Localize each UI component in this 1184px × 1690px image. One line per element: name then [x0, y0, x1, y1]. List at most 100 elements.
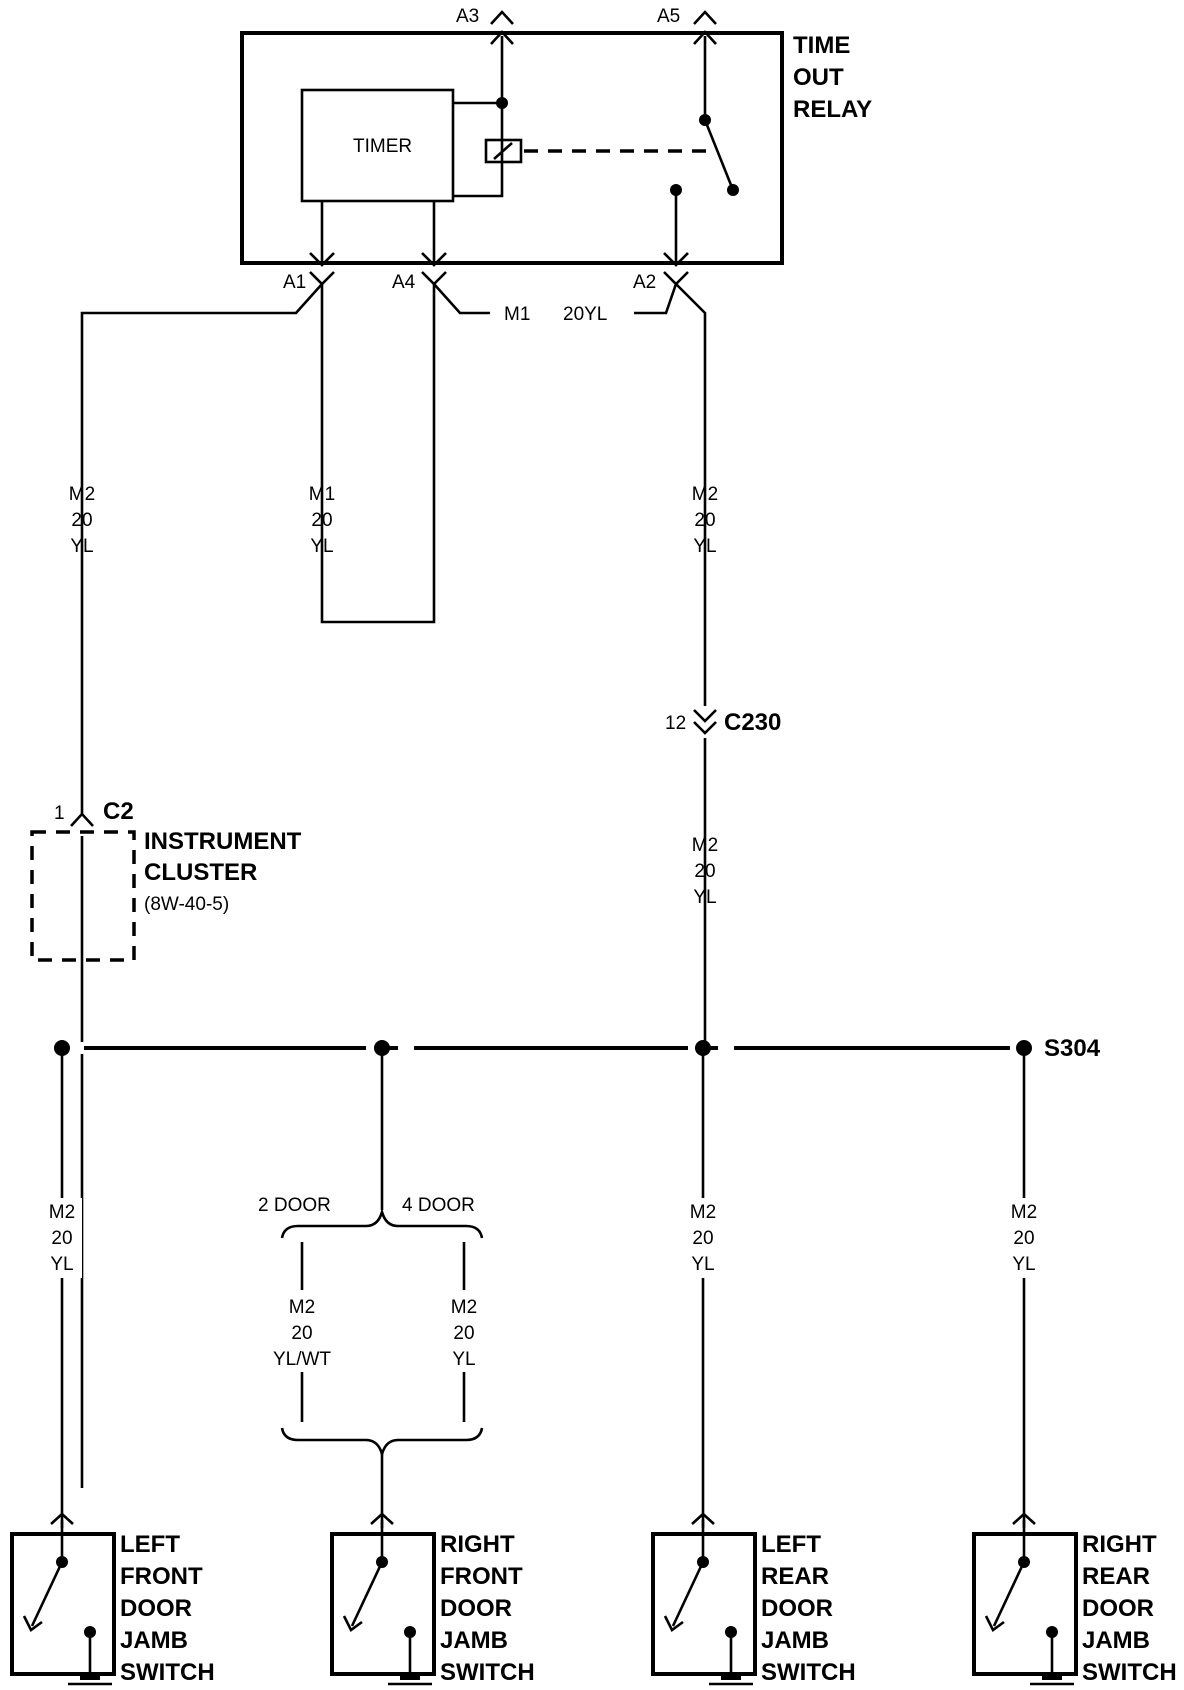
cluster-pin: 1 — [54, 803, 65, 824]
left-front-wire-gauge: 20 — [51, 1228, 72, 1249]
time-out-relay: TIME OUT RELAY TIMER — [240, 31, 872, 265]
pin-a4-terminal — [421, 271, 447, 286]
right-front-door-jamb-switch: RIGHT FRONT DOOR JAMB SWITCH — [330, 1512, 535, 1686]
bus-gap-3 — [398, 1042, 414, 1054]
right-rear-wire-label: M2 20 YL — [1004, 1198, 1044, 1278]
rr-switch-label-3: DOOR — [1082, 1595, 1154, 1622]
a2-wire — [675, 283, 707, 1048]
rr-switch-label-5: SWITCH — [1082, 1659, 1177, 1686]
a1-wire-label: M2 20 YL — [69, 484, 95, 557]
a2-upper-wire-circuit: M2 — [692, 484, 718, 505]
lr-switch-label-3: DOOR — [761, 1595, 833, 1622]
a2-upper-wire-gauge: 20 — [694, 510, 715, 531]
rf-switch-blade — [350, 1561, 384, 1627]
rf-switch-blade-tip — [342, 1615, 363, 1632]
pin-a4-arrow — [421, 252, 447, 267]
rf-switch-connector — [370, 1512, 394, 1525]
lr-switch-label-1: LEFT — [761, 1531, 821, 1558]
c230-pin: 12 — [665, 713, 686, 734]
pin-a3-terminal — [490, 30, 514, 45]
left-front-wire-label: M2 20 YL — [42, 1198, 82, 1278]
a2-lower-wire-label: M2 20 YL — [692, 835, 718, 908]
cluster-connector-chevron — [70, 812, 94, 827]
cluster-name-line-2: CLUSTER — [144, 859, 257, 886]
lf-switch-label-3: DOOR — [120, 1595, 192, 1622]
two-door-wire-gauge: 20 — [291, 1323, 312, 1344]
option-two-door: 2 DOOR — [258, 1195, 331, 1216]
option-brace-bottom — [280, 1427, 484, 1459]
connector-c230: 12 C230 — [665, 706, 781, 738]
timer-box — [300, 88, 455, 203]
pin-a5: A5 — [657, 6, 717, 45]
lf-ground-icon — [80, 1672, 100, 1680]
lr-switch-label-2: REAR — [761, 1563, 829, 1590]
rr-switch-blade — [992, 1561, 1026, 1627]
lr-switch-blade-tip — [663, 1615, 684, 1632]
right-rear-wire-circuit: M2 — [1011, 1202, 1037, 1223]
a2-lower-wire-gauge: 20 — [694, 861, 715, 882]
relay-box — [240, 31, 784, 265]
rf-switch-label-3: DOOR — [440, 1595, 512, 1622]
two-door-wire-color: YL/WT — [273, 1349, 331, 1370]
pin-a3: A3 — [456, 6, 514, 45]
option-brace-top — [280, 1207, 484, 1239]
rr-switch-blade-tip — [984, 1615, 1005, 1632]
rf-switch-label-1: RIGHT — [440, 1531, 515, 1558]
a1-wire — [80, 283, 323, 1488]
left-rear-wire-circuit: M2 — [690, 1202, 716, 1223]
pin-a2-terminal — [663, 271, 689, 286]
a3-internal-wire — [453, 36, 504, 198]
relay-coil — [484, 138, 523, 164]
a4-loop-wire-gauge: 20 — [311, 510, 332, 531]
a1-wire-circuit: M2 — [69, 484, 95, 505]
a2-lower-wire-circuit: M2 — [692, 835, 718, 856]
a1-wire-gauge: 20 — [71, 510, 92, 531]
rf-switch-label-2: FRONT — [440, 1563, 523, 1590]
pin-a2-label: A2 — [633, 272, 656, 293]
right-rear-door-jamb-switch: RIGHT REAR DOOR JAMB SWITCH — [972, 1512, 1177, 1686]
lr-switch-label-5: SWITCH — [761, 1659, 856, 1686]
a4-m1-tag: M1 — [504, 304, 530, 325]
right-rear-wire-gauge: 20 — [1013, 1228, 1034, 1249]
s304-label: S304 — [1044, 1035, 1101, 1062]
lr-switch-label-4: JAMB — [761, 1627, 829, 1654]
lr-ground-icon — [721, 1672, 741, 1680]
four-door-wire-circuit: M2 — [451, 1297, 477, 1318]
right-rear-label-bg — [1004, 1198, 1044, 1278]
lr-switch-blade — [671, 1561, 705, 1627]
four-door-wire-gauge: 20 — [453, 1323, 474, 1344]
c230-chevron-bottom — [693, 721, 717, 735]
c230-chevron-top — [693, 709, 717, 723]
lf-switch-blade — [30, 1561, 64, 1627]
option-four-door: 4 DOOR — [402, 1195, 475, 1216]
a4-m1-tag-line — [433, 283, 490, 315]
a3-junction-dot — [496, 97, 508, 109]
pin-a5-terminal — [693, 30, 717, 45]
pin-a5-arrow — [693, 10, 717, 25]
pin-a1-arrow — [309, 252, 335, 267]
pin-a3-label: A3 — [456, 6, 479, 27]
rf-ground-icon — [400, 1672, 420, 1680]
pin-a1-terminal — [309, 271, 335, 286]
bus-gap-1 — [68, 1042, 84, 1054]
pin-a1-label: A1 — [283, 272, 306, 293]
lf-switch-label-1: LEFT — [120, 1531, 180, 1558]
two-door-wire-label: M2 20 YL/WT — [273, 1297, 331, 1370]
a4-loop-wire-label: M1 20 YL — [309, 484, 335, 557]
relay-title-line-3: RELAY — [793, 96, 872, 123]
a1-wire-color: YL — [70, 536, 93, 557]
a2-20yl-tag: 20YL — [563, 304, 607, 325]
a2-upper-wire-color: YL — [693, 536, 716, 557]
left-front-door-jamb-switch: LEFT FRONT DOOR JAMB SWITCH — [10, 1512, 215, 1686]
a1-a4-loop-wire — [320, 284, 436, 624]
four-door-wire-color: YL — [452, 1349, 475, 1370]
left-front-label-bg — [42, 1198, 82, 1278]
cluster-name-line-1: INSTRUMENT — [144, 828, 302, 855]
left-rear-wire-color: YL — [691, 1254, 714, 1275]
cluster-connector: C2 — [103, 798, 134, 825]
lf-switch-connector — [50, 1512, 74, 1525]
pin-a2-arrow — [663, 252, 689, 267]
relay-title-line-2: OUT — [793, 64, 844, 91]
four-door-wire-label: M2 20 YL — [451, 1297, 477, 1370]
